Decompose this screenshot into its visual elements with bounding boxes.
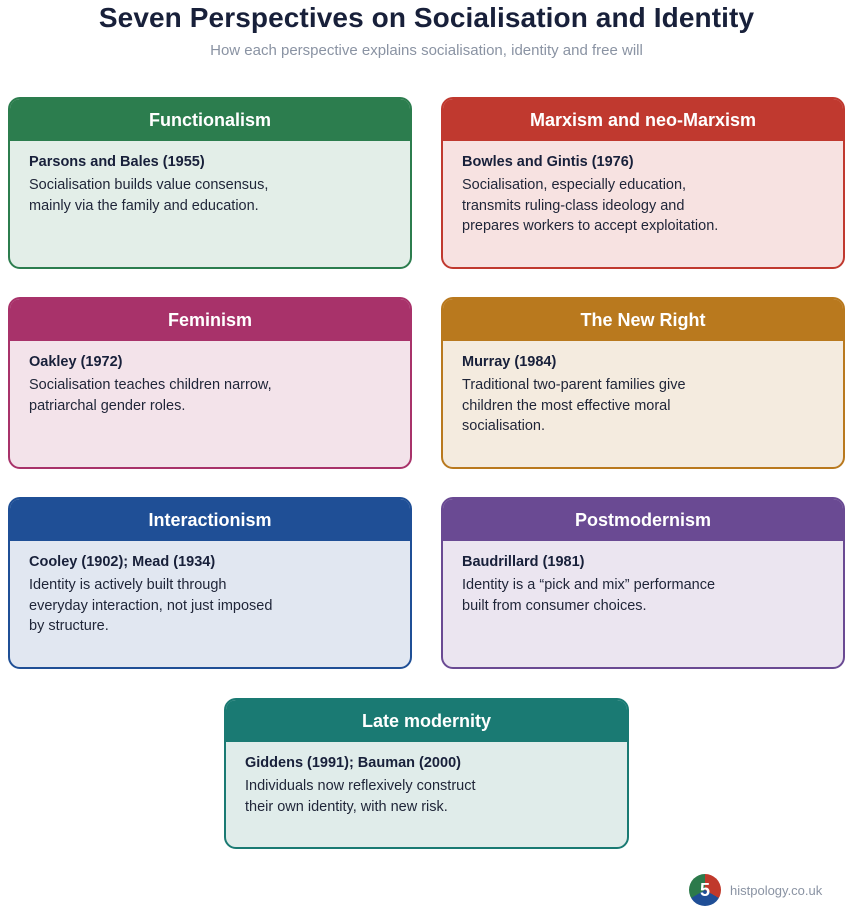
card-interactionism: Interactionism Cooley (1902); Mead (1934… bbox=[8, 497, 412, 669]
card-header: Functionalism bbox=[10, 99, 410, 141]
card-text: Socialisation teaches children narrow, p… bbox=[29, 377, 272, 414]
card-author: Oakley (1972) bbox=[29, 354, 123, 370]
card-author: Bowles and Gintis (1976) bbox=[462, 154, 634, 170]
logo-number: 5 bbox=[699, 880, 710, 900]
card-text: Identity is actively built through every… bbox=[29, 577, 273, 634]
card-header: The New Right bbox=[443, 299, 843, 341]
logo-icon: 5 bbox=[689, 874, 721, 906]
card-author: Cooley (1902); Mead (1934) bbox=[29, 554, 216, 570]
card-body: Baudrillard (1981) Identity is a “pick a… bbox=[443, 541, 843, 616]
card-body: Murray (1984) Traditional two-parent fam… bbox=[443, 341, 843, 437]
card-new-right: The New Right Murray (1984) Traditional … bbox=[441, 297, 845, 469]
card-body: Oakley (1972) Socialisation teaches chil… bbox=[10, 341, 410, 416]
card-header: Marxism and neo-Marxism bbox=[443, 99, 843, 141]
card-postmodernism: Postmodernism Baudrillard (1981) Identit… bbox=[441, 497, 845, 669]
card-author: Baudrillard (1981) bbox=[462, 554, 585, 570]
page-subtitle: How each perspective explains socialisat… bbox=[210, 42, 643, 59]
card-header: Postmodernism bbox=[443, 499, 843, 541]
card-text: Identity is a “pick and mix” performance… bbox=[462, 577, 716, 614]
page-title: Seven Perspectives on Socialisation and … bbox=[98, 2, 755, 33]
card-body: Bowles and Gintis (1976) Socialisation, … bbox=[443, 141, 843, 237]
card-text: Individuals now reflexively construct th… bbox=[245, 778, 476, 815]
card-marxism: Marxism and neo-Marxism Bowles and Ginti… bbox=[441, 97, 845, 269]
card-header: Feminism bbox=[10, 299, 410, 341]
card-body: Giddens (1991); Bauman (2000) Individual… bbox=[226, 742, 627, 817]
card-text: Socialisation builds value consensus, ma… bbox=[29, 177, 269, 214]
card-header: Interactionism bbox=[10, 499, 410, 541]
card-text: Traditional two-parent families give chi… bbox=[462, 377, 686, 434]
card-functionalism: Functionalism Parsons and Bales (1955) S… bbox=[8, 97, 412, 269]
card-author: Murray (1984) bbox=[462, 354, 557, 370]
site-url: histpology.co.uk bbox=[730, 882, 823, 898]
card-author: Giddens (1991); Bauman (2000) bbox=[245, 755, 461, 771]
footer: 5 histpology.co.uk bbox=[689, 874, 822, 906]
card-header: Late modernity bbox=[226, 700, 627, 742]
card-text: Socialisation, especially education, tra… bbox=[462, 177, 719, 234]
card-body: Cooley (1902); Mead (1934) Identity is a… bbox=[10, 541, 410, 637]
card-author: Parsons and Bales (1955) bbox=[29, 154, 205, 170]
card-late-modernity: Late modernity Giddens (1991); Bauman (2… bbox=[224, 698, 629, 849]
card-feminism: Feminism Oakley (1972) Socialisation tea… bbox=[8, 297, 412, 469]
card-body: Parsons and Bales (1955) Socialisation b… bbox=[10, 141, 410, 216]
